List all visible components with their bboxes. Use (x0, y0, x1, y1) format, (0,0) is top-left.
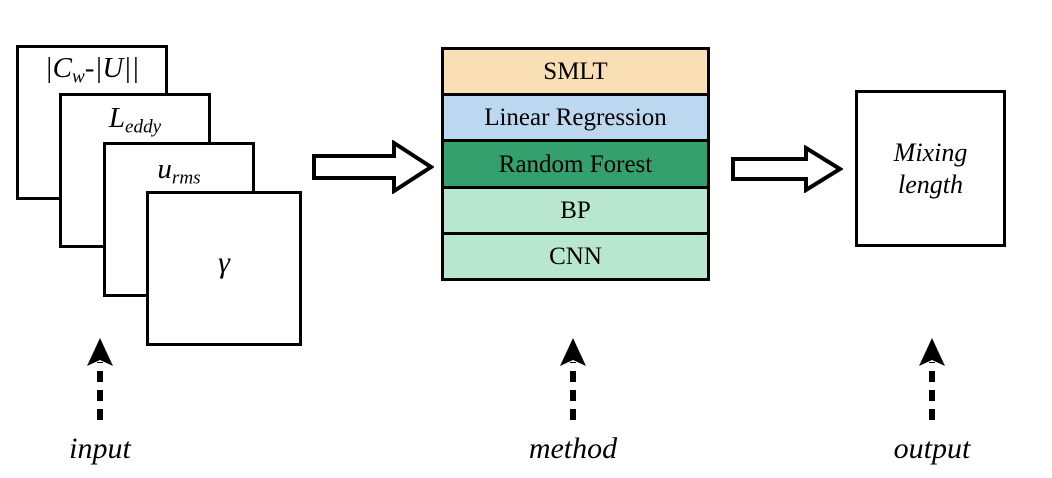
method-row-label: Linear Regression (484, 104, 667, 132)
method-row-label: CNN (549, 242, 602, 270)
method-row-label: Random Forest (498, 150, 653, 178)
input-card-label-subscript: eddy (125, 116, 162, 138)
caption-output: output (893, 432, 971, 465)
input-card-label-subscript: w (72, 66, 85, 88)
input-to-method-arrow (312, 140, 434, 194)
dashed-up-arrow-output (919, 338, 945, 420)
output-line-1: Mixing (893, 137, 968, 167)
output-box: Mixing length (855, 90, 1006, 247)
input-card-label: γ (149, 246, 299, 284)
dashed-up-arrow-input (87, 338, 113, 420)
method-to-output-arrow (731, 145, 843, 193)
input-card-label-subscript: rms (171, 167, 201, 189)
input-card-label: Leddy (62, 102, 208, 138)
input-card-label-tail: -|U|| (84, 52, 140, 84)
input-card-label-main: γ (218, 246, 230, 279)
method-row-label: BP (560, 196, 591, 224)
method-row-smlt[interactable]: SMLT (444, 50, 707, 97)
method-stack: SMLT Linear Regression Random Forest BP … (441, 47, 710, 281)
input-card-label: |Cw-|U|| (19, 52, 165, 88)
input-card-gamma: γ (146, 191, 302, 346)
method-row-label: SMLT (543, 58, 608, 86)
method-row-bp[interactable]: BP (444, 188, 707, 235)
method-row-cnn[interactable]: CNN (444, 234, 707, 279)
input-card-label-main: L (108, 102, 126, 134)
input-card-label-main: u (157, 153, 172, 185)
method-row-linear-regression[interactable]: Linear Regression (444, 96, 707, 143)
method-row-random-forest[interactable]: Random Forest (444, 142, 707, 189)
caption-input: input (69, 432, 131, 465)
input-card-label: urms (106, 153, 252, 189)
input-card-label-main: |C (44, 52, 73, 84)
caption-method: method (528, 432, 618, 465)
output-box-text: Mixing length (894, 137, 968, 200)
output-line-2: length (898, 169, 963, 199)
dashed-up-arrow-method (560, 338, 586, 420)
